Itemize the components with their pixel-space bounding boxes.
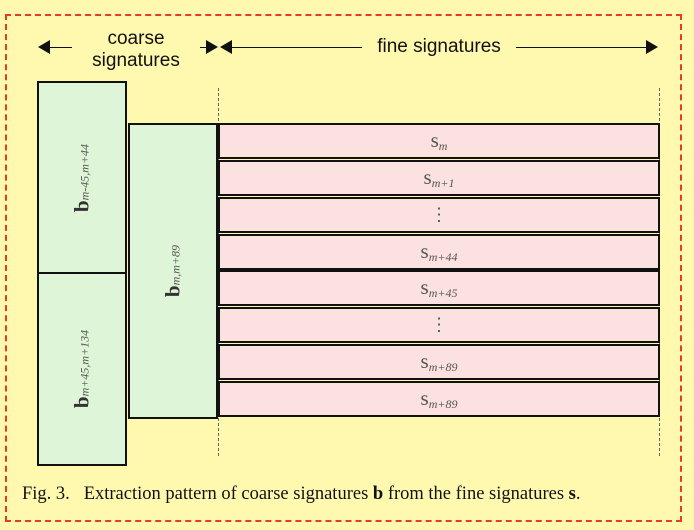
- fine-row: sm: [218, 123, 660, 159]
- figure-caption: Fig. 3. Extraction pattern of coarse sig…: [22, 484, 581, 505]
- coarse-block-upper: bm-45,m+44: [37, 81, 127, 274]
- coarse-signatures-label: coarse signatures: [92, 28, 180, 71]
- vertical-ellipsis: ⋮: [430, 314, 448, 335]
- fine-row: sm+1: [218, 160, 660, 196]
- caption-s: s: [568, 484, 576, 504]
- coarse-right-arrow-line: [200, 47, 208, 48]
- fine-left-arrowhead: [220, 40, 232, 54]
- coarse-block-middle-label: bm,m+89: [160, 244, 185, 298]
- caption-middle: from the fine signatures: [387, 484, 565, 504]
- fine-row: sm+44: [218, 234, 660, 270]
- fine-right-arrow-line: [516, 47, 648, 48]
- fine-right-arrowhead: [646, 40, 658, 54]
- coarse-right-arrowhead: [206, 40, 218, 54]
- fine-row-ellipsis: ⋮: [218, 197, 660, 233]
- coarse-block-lower-label: bm+45,m+134: [69, 329, 94, 409]
- coarse-block-upper-label: bm-45,m+44: [69, 143, 94, 212]
- caption-b: b: [372, 484, 384, 504]
- dashed-frame: [5, 14, 682, 522]
- fine-signatures-label: fine signatures: [377, 36, 501, 57]
- fine-row: sm+89: [218, 344, 660, 380]
- coarse-block-middle: bm,m+89: [128, 123, 218, 419]
- fine-row: sm+45: [218, 270, 660, 306]
- fine-row-ellipsis: ⋮: [218, 307, 660, 343]
- coarse-block-lower: bm+45,m+134: [37, 272, 127, 466]
- coarse-left-arrowhead: [38, 40, 50, 54]
- caption-end: .: [575, 484, 581, 504]
- caption-text: Extraction pattern of coarse signatures: [83, 484, 369, 504]
- vertical-ellipsis: ⋮: [430, 204, 448, 225]
- caption-prefix: Fig. 3.: [22, 484, 70, 504]
- fine-row: sm+89: [218, 381, 660, 417]
- fine-left-arrow-line: [230, 47, 362, 48]
- coarse-left-arrow-line: [48, 47, 72, 48]
